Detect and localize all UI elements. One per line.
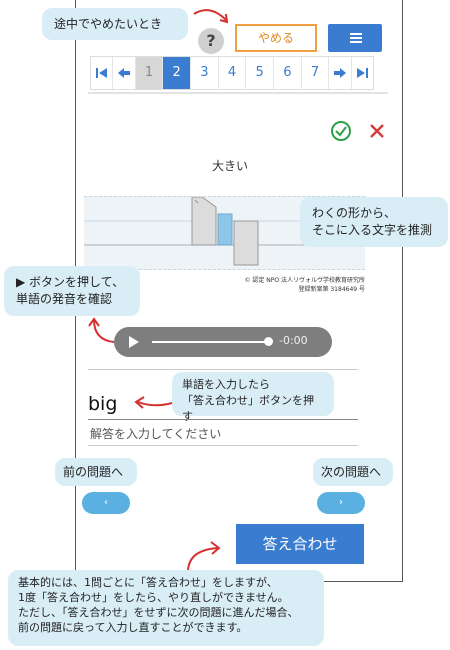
play-callout-line-1: ▶ ボタンを押して、	[16, 275, 125, 289]
play-arrow-icon	[88, 317, 115, 343]
page-5[interactable]: 5	[246, 57, 275, 89]
letter-frame-2	[217, 213, 233, 246]
question-pager: 1 2 3 4 5 6 7	[90, 56, 374, 90]
shape-callout-line-1: わくの形から、	[312, 206, 397, 220]
play-callout: ▶ ボタンを押して、 単語の発音を確認	[4, 266, 140, 316]
first-page-icon	[95, 67, 107, 78]
next-callout: 次の問題へ	[313, 458, 393, 486]
input-arrow-icon	[134, 396, 173, 409]
footer-callout-line-1: 基本的には、1問ごとに「答え合わせ」をしますが、	[18, 576, 278, 589]
answer-input[interactable]: 解答を入力してください	[90, 427, 222, 441]
next-callout-text: 次の問題へ	[321, 465, 382, 479]
input-callout-line-2: 「答え合わせ」ボタンを押す	[182, 393, 314, 423]
page-6[interactable]: 6	[274, 57, 302, 89]
last-page-icon	[357, 67, 369, 78]
letter-frame-1	[191, 197, 217, 246]
input-callout: 単語を入力したら 「答え合わせ」ボタンを押す	[172, 372, 334, 423]
next-page-button[interactable]	[329, 57, 352, 89]
quit-callout: 途中でやめたいとき	[42, 8, 188, 40]
submit-arrow-icon	[187, 541, 221, 573]
menu-icon	[350, 33, 362, 35]
quit-button[interactable]: やめる	[235, 24, 317, 52]
arrow-right-icon	[334, 67, 347, 78]
audio-progress-track[interactable]	[152, 341, 266, 343]
page-7[interactable]: 7	[302, 57, 330, 89]
next-question-button[interactable]: ›	[317, 492, 365, 514]
answer-value: big	[88, 393, 118, 415]
audio-time: -0:00	[279, 334, 308, 347]
menu-button[interactable]	[328, 24, 382, 52]
audio-player[interactable]: -0:00	[114, 327, 332, 357]
prev-callout: 前の問題へ	[55, 458, 137, 486]
copyright-line-2: 登録新案第 3184649 号	[298, 286, 365, 293]
shape-callout-line-2: そこに入る文字を推測	[312, 223, 433, 238]
arrow-left-icon	[117, 67, 130, 78]
quit-arrow-icon	[193, 9, 229, 24]
question-prompt: 大きい	[211, 159, 248, 173]
prev-question-button[interactable]: ‹	[82, 492, 130, 514]
play-callout-line-2: 単語の発音を確認	[16, 292, 113, 307]
separator	[88, 369, 358, 370]
first-page-button[interactable]	[91, 57, 114, 89]
play-icon[interactable]	[128, 335, 140, 349]
letter-shapes	[84, 197, 365, 266]
answer-underline	[88, 419, 358, 420]
footer-callout: 基本的には、1問ごとに「答え合わせ」をしますが、 1度「答え合わせ」をしたら、や…	[8, 570, 324, 646]
shape-callout: わくの形から、 そこに入る文字を推測	[300, 197, 448, 247]
footer-callout-line-4: 前の問題に戻って入力し直すことができます。	[18, 620, 248, 634]
page-3[interactable]: 3	[191, 57, 219, 89]
last-page-button[interactable]	[352, 57, 373, 89]
copyright: © 認定 NPO 法人リヴォルヴ学校教育研究所 登録新案第 3184649 号	[205, 276, 365, 294]
page-4[interactable]: 4	[219, 57, 247, 89]
input-callout-line-1: 単語を入力したら	[182, 378, 270, 391]
footer-callout-line-3: ただし、「答え合わせ」をせずに次の問題に進んだ場合、	[18, 605, 299, 619]
prev-page-button[interactable]	[113, 57, 136, 89]
letter-frame-3	[233, 220, 259, 266]
audio-progress-knob[interactable]	[264, 337, 273, 346]
prev-callout-text: 前の問題へ	[63, 465, 124, 479]
correct-icon[interactable]	[330, 120, 352, 142]
page-1[interactable]: 1	[135, 57, 164, 89]
divider	[88, 92, 388, 94]
quit-callout-text: 途中でやめたいとき	[54, 17, 163, 31]
wrong-icon[interactable]	[368, 122, 386, 140]
footer-callout-line-2: 1度「答え合わせ」をしたら、やり直しができません。	[18, 590, 289, 604]
page-2[interactable]: 2	[163, 57, 191, 89]
input-underline	[88, 445, 358, 446]
copyright-line-1: © 認定 NPO 法人リヴォルヴ学校教育研究所	[244, 277, 365, 284]
help-button[interactable]: ?	[198, 28, 224, 54]
check-answer-button[interactable]: 答え合わせ	[236, 524, 364, 564]
